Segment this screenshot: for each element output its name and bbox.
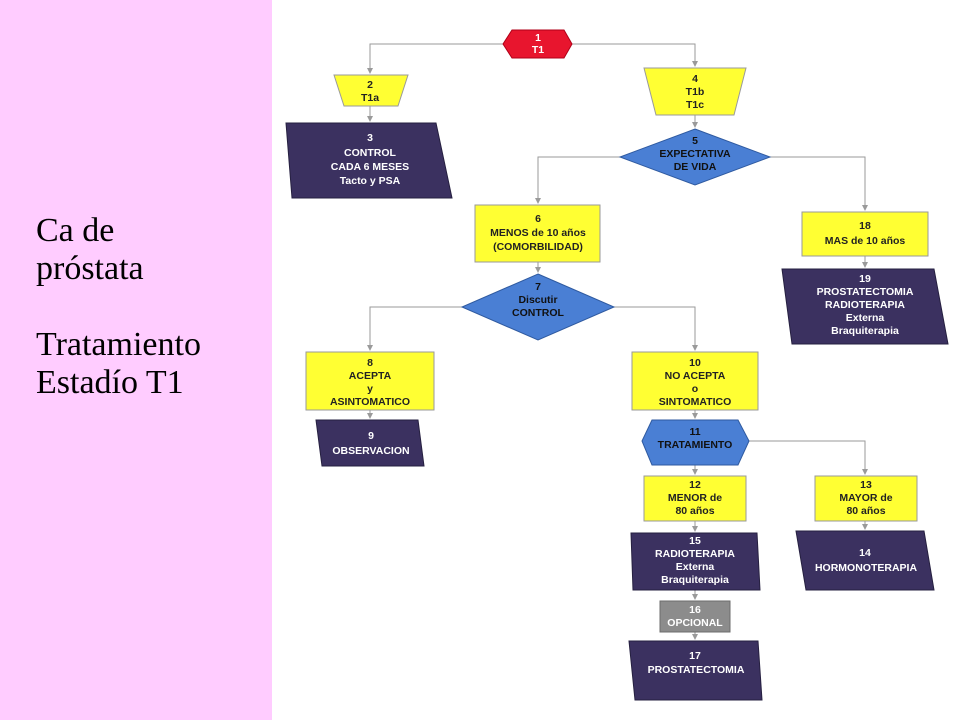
- node-14-hormonoterapia: 14 HORMONOTERAPIA: [795, 530, 935, 591]
- node-4-line1: T1b: [686, 86, 705, 98]
- node-12-number: 12: [689, 479, 701, 491]
- node-9-observacion: 9 OBSERVACION: [315, 419, 425, 467]
- node-6-menos-de-10: 6 MENOS de 10 años (COMORBILIDAD): [474, 204, 601, 263]
- node-16-opcional: 16 OPCIONAL: [659, 600, 731, 633]
- node-2-number: 2: [367, 79, 373, 91]
- node-9-label: OBSERVACION: [332, 445, 409, 457]
- node-5-expectativa-de-vida: 5 EXPECTATIVA DE VIDA: [618, 128, 772, 186]
- edge-5-6: [535, 156, 620, 204]
- node-19-line1: PROSTATECTOMIA: [817, 286, 914, 298]
- node-19-number: 19: [859, 273, 871, 285]
- node-1-number: 1: [535, 32, 541, 44]
- node-19-line4: Braquiterapia: [831, 325, 899, 337]
- node-7-line2: CONTROL: [512, 307, 564, 319]
- node-13-number: 13: [860, 479, 872, 491]
- node-3-number: 3: [367, 132, 373, 144]
- node-3-line1: CONTROL: [344, 147, 396, 159]
- node-19-prostatectomia-radioterapia: 19 PROSTATECTOMIA RADIOTERAPIA Externa B…: [781, 268, 949, 345]
- slide-title: Ca de próstata Tratamiento Estadío T1: [36, 212, 266, 402]
- node-19-line2: RADIOTERAPIA: [825, 299, 905, 311]
- node-12-menor-de-80: 12 MENOR de 80 años: [643, 475, 747, 522]
- node-16-label: OPCIONAL: [667, 617, 723, 629]
- node-11-tratamiento: 11 TRATAMIENTO: [641, 419, 750, 466]
- node-8-line3: ASINTOMATICO: [330, 396, 410, 408]
- node-15-line2: Externa: [676, 561, 715, 573]
- connectors: [367, 43, 868, 640]
- node-15-number: 15: [689, 535, 701, 547]
- node-7-number: 7: [535, 281, 541, 293]
- title-line-1: Ca de: [36, 212, 115, 249]
- node-5-number: 5: [692, 135, 698, 147]
- node-18-label: MAS de 10 años: [825, 235, 906, 247]
- edge-11-13: [749, 440, 868, 475]
- node-16-number: 16: [689, 604, 701, 616]
- node-6-line1: MENOS de 10 años: [490, 227, 586, 239]
- node-1-start: 1 T1: [502, 29, 573, 59]
- node-9-number: 9: [368, 430, 374, 442]
- edge-7-8: [367, 306, 462, 351]
- node-11-number: 11: [689, 426, 700, 438]
- node-10-line2: o: [692, 383, 698, 395]
- node-7-line1: Discutir: [518, 294, 557, 306]
- node-18-number: 18: [859, 220, 871, 232]
- edge-7-10: [614, 306, 698, 351]
- node-7-discutir-control: 7 Discutir CONTROL: [460, 273, 616, 341]
- edge-1-2: [367, 43, 503, 74]
- node-5-line1: EXPECTATIVA: [659, 148, 731, 160]
- node-14-label: HORMONOTERAPIA: [815, 562, 918, 574]
- node-2-t1a: 2 T1a: [333, 74, 409, 107]
- node-14-number: 14: [859, 547, 871, 559]
- node-4-line2: T1c: [686, 99, 704, 111]
- treatment-flowchart: 1 T1 2 T1a 3 CONTROL CADA 6 MESES Tacto …: [285, 29, 949, 701]
- node-3-line2: CADA 6 MESES: [331, 161, 409, 173]
- node-6-number: 6: [535, 213, 541, 225]
- title-line-4: Estadío T1: [36, 364, 184, 401]
- node-17-number: 17: [689, 650, 701, 662]
- title-line-2: próstata: [36, 250, 144, 287]
- node-12-line1: MENOR de: [668, 492, 722, 504]
- node-18-mas-de-10: 18 MAS de 10 años: [801, 211, 929, 257]
- node-15-radioterapia: 15 RADIOTERAPIA Externa Braquiterapia: [630, 532, 761, 591]
- node-8-number: 8: [367, 357, 373, 369]
- title-line-3: Tratamiento: [36, 326, 201, 363]
- node-8-line2: y: [367, 383, 373, 395]
- edge-5-18: [770, 156, 868, 211]
- node-12-line2: 80 años: [675, 505, 714, 517]
- node-15-line1: RADIOTERAPIA: [655, 548, 735, 560]
- node-17-label: PROSTATECTOMIA: [648, 664, 745, 676]
- node-5-line2: DE VIDA: [674, 161, 717, 173]
- node-10-line1: NO ACEPTA: [665, 370, 726, 382]
- node-13-line2: 80 años: [846, 505, 885, 517]
- node-8-line1: ACEPTA: [349, 370, 392, 382]
- node-10-no-acepta: 10 NO ACEPTA o SINTOMATICO: [631, 351, 759, 411]
- node-4-number: 4: [692, 73, 698, 85]
- node-15-line3: Braquiterapia: [661, 574, 729, 586]
- node-1-label: T1: [532, 44, 544, 56]
- node-13-mayor-de-80: 13 MAYOR de 80 años: [814, 475, 918, 522]
- node-11-label: TRATAMIENTO: [658, 439, 733, 451]
- node-10-number: 10: [689, 357, 701, 369]
- node-17-prostatectomia: 17 PROSTATECTOMIA: [628, 640, 763, 701]
- node-13-line1: MAYOR de: [839, 492, 892, 504]
- node-8-acepta: 8 ACEPTA y ASINTOMATICO: [305, 351, 435, 411]
- sidebar-panel: Ca de próstata Tratamiento Estadío T1: [0, 0, 272, 720]
- edge-1-4: [572, 43, 698, 67]
- node-6-line2: (COMORBILIDAD): [493, 241, 583, 253]
- node-19-line3: Externa: [846, 312, 885, 324]
- node-4-t1b-t1c: 4 T1b T1c: [643, 67, 747, 116]
- node-2-label: T1a: [361, 92, 379, 104]
- node-10-line3: SINTOMATICO: [659, 396, 732, 408]
- node-3-line3: Tacto y PSA: [340, 175, 401, 187]
- node-3-control: 3 CONTROL CADA 6 MESES Tacto y PSA: [285, 122, 453, 199]
